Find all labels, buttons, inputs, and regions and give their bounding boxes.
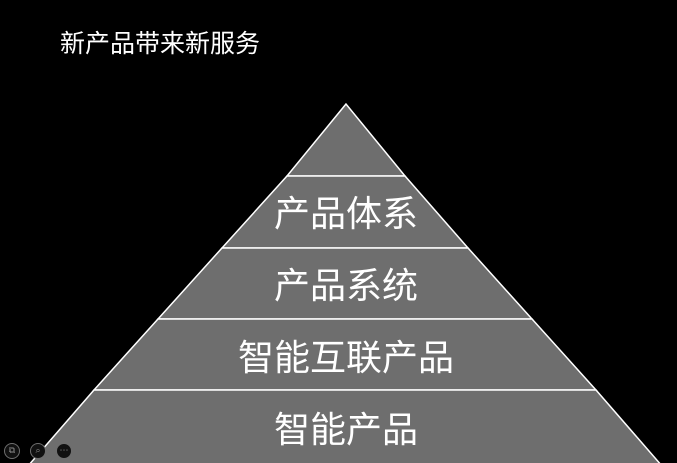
slide-title: 新产品带来新服务 (60, 29, 261, 58)
pyramid-layer-apex (285, 102, 407, 177)
layer-label-2: 产品系统 (274, 266, 418, 307)
zoom-icon[interactable]: ⌕ (30, 443, 46, 459)
copy-slide-icon[interactable]: ⧉ (4, 443, 20, 459)
more-options-icon[interactable]: ⋯ (56, 443, 72, 459)
layer-label-1: 产品体系 (274, 194, 418, 235)
layer-label-4: 智能产品 (274, 410, 418, 451)
layer-label-3: 智能互联产品 (238, 338, 454, 379)
viewer-controls: ⧉ ⌕ ⋯ (4, 443, 72, 459)
pyramid-layer-smart-product (29, 389, 661, 463)
